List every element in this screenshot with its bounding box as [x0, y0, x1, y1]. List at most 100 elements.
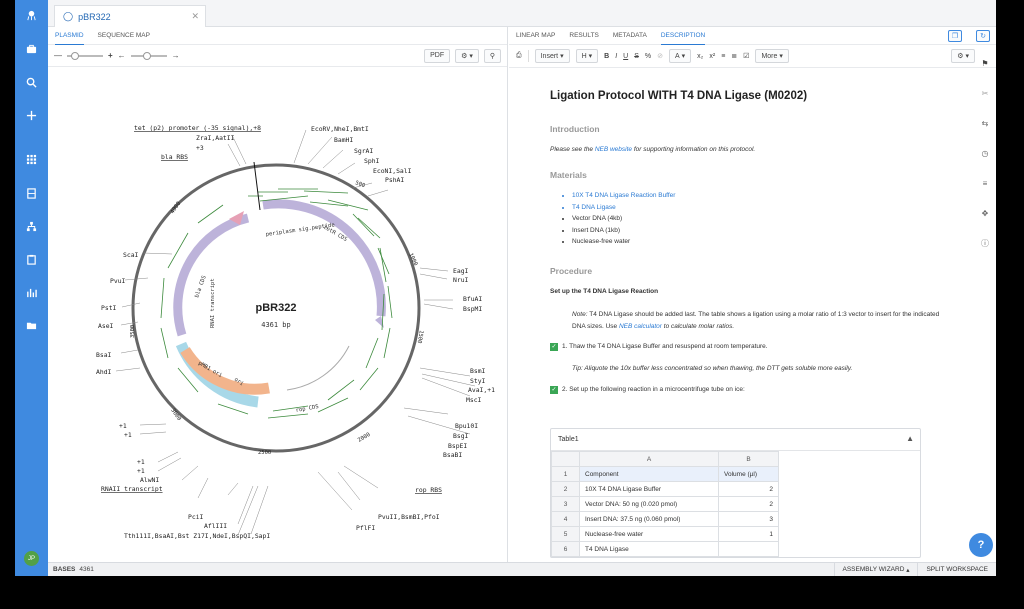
insert-menu[interactable]: Insert ▾: [534, 49, 570, 63]
history-icon[interactable]: ◷: [981, 148, 989, 158]
checkbox-checked[interactable]: ✓: [550, 385, 558, 394]
rotate-left-icon[interactable]: ←: [117, 51, 126, 60]
target-icon[interactable]: ✥: [981, 208, 989, 218]
site-plus1-b: +1: [124, 431, 132, 439]
site-afliii: AflIII: [204, 522, 227, 530]
italic-button[interactable]: I: [615, 52, 618, 60]
doc-title: Ligation Protocol WITH T4 DNA Ligase (M0…: [550, 90, 808, 102]
bold-button[interactable]: B: [604, 52, 610, 60]
document-tab-label: pBR322: [78, 11, 111, 22]
chart-icon[interactable]: [24, 285, 39, 300]
table-row: 6 T4 DNA Ligase: [551, 541, 779, 557]
rotate-slider[interactable]: [130, 51, 167, 60]
spreadsheet-grid[interactable]: A B 1 Component Volume (µl) 2 10X T4 DNA…: [551, 451, 779, 557]
neb-website-link[interactable]: NEB website: [594, 146, 633, 153]
assembly-wizard-button[interactable]: ASSEMBLY WIZARD ▴: [833, 562, 918, 576]
bases-label: BASES: [53, 566, 76, 573]
document-tab[interactable]: ◯ pBR322 ✕: [54, 5, 206, 27]
status-bar: BASES 4361 ASSEMBLY WIZARD ▴ SPLIT WORKS…: [48, 562, 996, 576]
feature-bla-cds[interactable]: [173, 213, 250, 337]
plasmid-pane: PLASMID SEQUENCE MAP — + ← → PDF ⚙ ▾ ⚲: [48, 27, 508, 563]
help-button[interactable]: ?: [969, 533, 993, 557]
add-icon[interactable]: [24, 108, 39, 123]
material-item[interactable]: T4 DNA Ligase: [572, 204, 971, 216]
neb-calculator-link[interactable]: NEB calculator: [618, 322, 662, 330]
split-workspace-button[interactable]: SPLIT WORKSPACE: [917, 562, 996, 576]
tab-metadata[interactable]: METADATA: [612, 32, 647, 39]
feature-rop-cds[interactable]: [286, 345, 350, 391]
logo-icon[interactable]: [24, 8, 39, 23]
tab-results[interactable]: RESULTS: [569, 32, 599, 39]
unlink-icon[interactable]: ⊘: [657, 53, 663, 60]
hierarchy-icon[interactable]: [24, 219, 39, 234]
map-settings-button[interactable]: ⚙ ▾: [455, 48, 479, 63]
user-avatar[interactable]: JP: [24, 551, 39, 566]
tab-description[interactable]: DESCRIPTION: [660, 27, 706, 45]
site-pvuii: PvuII,BsmBI,PfoI: [378, 513, 440, 521]
tick-1500: 1500: [416, 330, 424, 344]
site-pcii: PciI: [188, 513, 204, 521]
site-plus1-c: +1: [137, 458, 145, 466]
search-icon[interactable]: [24, 75, 39, 90]
zoom-slider[interactable]: [67, 51, 103, 60]
tick-3000: 3000: [169, 408, 182, 422]
cut-icon[interactable]: ✂: [981, 88, 989, 98]
spreadsheet-menu-icon[interactable]: ▲: [906, 434, 914, 443]
refresh-icon[interactable]: ↻: [976, 29, 990, 42]
checklist-item-2: ✓ 2. Set up the following reaction in a …: [550, 385, 745, 394]
material-item[interactable]: 10X T4 DNA Ligase Reaction Buffer: [572, 192, 971, 204]
site-bsgi: BsgI: [453, 432, 469, 440]
more-menu[interactable]: More ▾: [755, 49, 789, 63]
site-nrui: NruI: [453, 276, 469, 284]
site-tth111i: Tth111I,BsaAI,Bst Z17I,NdeI,BspQI,SapI: [124, 532, 270, 540]
copy-icon[interactable]: ❐: [947, 29, 963, 42]
checklist-icon[interactable]: ☑: [743, 53, 750, 60]
site-sphi: SphI: [364, 157, 380, 165]
link-button[interactable]: %: [644, 52, 652, 60]
tick-3500: 3500: [130, 325, 136, 338]
site-pflfi: PflFI: [356, 524, 375, 532]
site-bfuai: BfuAI: [463, 295, 482, 303]
superscript-button[interactable]: x²: [709, 52, 716, 60]
heading-menu[interactable]: H ▾: [575, 49, 599, 63]
pdf-button[interactable]: PDF: [424, 48, 451, 63]
briefcase-icon[interactable]: [24, 42, 39, 57]
underline-button[interactable]: U: [623, 52, 629, 60]
document-tab-bar: ◯ pBR322 ✕: [48, 0, 996, 27]
rotate-right-icon[interactable]: →: [171, 51, 180, 60]
align-icon[interactable]: ≡: [982, 178, 988, 188]
text-color-menu[interactable]: A ▾: [668, 49, 692, 63]
storage-icon[interactable]: [24, 186, 39, 201]
zoom-in-icon[interactable]: +: [108, 51, 113, 60]
print-icon[interactable]: ⎙: [516, 52, 522, 59]
zoom-out-icon[interactable]: —: [54, 51, 62, 60]
site-pshai: PshAI: [385, 176, 404, 184]
note-paragraph: Note: T4 DNA Ligase should be added last…: [572, 310, 940, 330]
site-ahdi: AhdI: [96, 368, 112, 376]
feature-tetR-cds[interactable]: [262, 199, 386, 317]
editor-settings-button[interactable]: ⚙ ▾: [951, 49, 975, 63]
close-tab-icon[interactable]: ✕: [191, 11, 199, 21]
site-zrai: ZraI,AatII: [196, 134, 235, 142]
clipboard-icon[interactable]: [24, 252, 39, 267]
tab-plasmid[interactable]: PLASMID: [55, 27, 84, 45]
map-search-button[interactable]: ⚲: [483, 48, 501, 63]
bullet-list-icon[interactable]: ≡: [721, 52, 726, 60]
grid-icon[interactable]: [24, 152, 39, 167]
strike-button[interactable]: S: [634, 52, 639, 60]
bookmark-icon[interactable]: ⚑: [981, 58, 989, 68]
material-item: Nuclease-free water: [572, 238, 971, 250]
site-bamhi: BamHI: [334, 136, 353, 144]
tab-linear-map[interactable]: LINEAR MAP: [516, 32, 556, 39]
info-icon[interactable]: ⓘ: [981, 238, 989, 248]
document-body[interactable]: Ligation Protocol WITH T4 DNA Ligase (M0…: [509, 68, 971, 563]
tab-sequence-map[interactable]: SEQUENCE MAP: [97, 32, 150, 39]
feature-ori[interactable]: [180, 346, 270, 395]
checkbox-checked[interactable]: ✓: [550, 342, 558, 351]
bases-count: 4361: [79, 566, 94, 573]
origin-line: [253, 161, 261, 211]
swap-icon[interactable]: ⇆: [981, 118, 989, 128]
folder-icon[interactable]: [24, 318, 39, 333]
numbered-list-icon[interactable]: ≣: [731, 53, 738, 60]
subscript-button[interactable]: x₂: [697, 52, 704, 60]
